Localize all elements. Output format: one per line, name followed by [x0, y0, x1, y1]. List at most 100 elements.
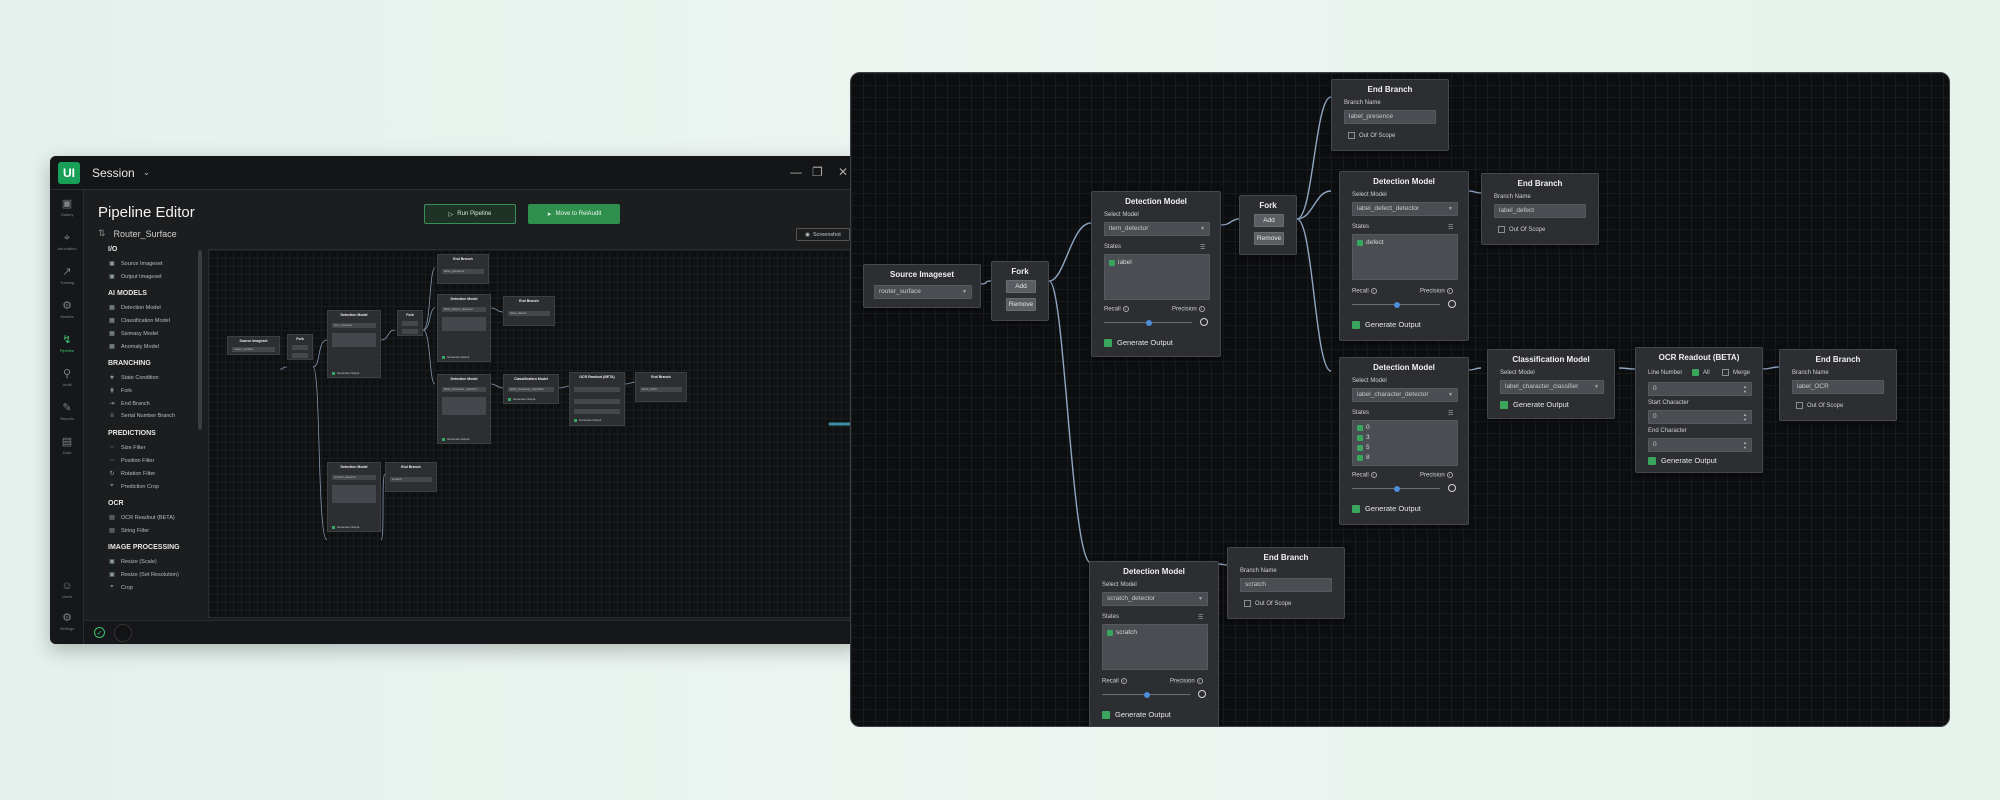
palette-item-state-condition[interactable]: ★State Condition: [109, 374, 159, 382]
generate-output-checkbox[interactable]: Generate Output: [1352, 504, 1421, 513]
palette-item-anomaly-model[interactable]: ▦Anomaly Model: [109, 343, 159, 351]
node-classification[interactable]: Classification Model Select Model label_…: [1487, 349, 1615, 419]
state-item[interactable]: 8: [1357, 454, 1370, 461]
ring-icon[interactable]: [1198, 690, 1206, 698]
palette-item-resize-scale[interactable]: ▣Resize (Scale): [109, 558, 157, 566]
state-item[interactable]: scratch: [1107, 629, 1137, 636]
states-list[interactable]: 0 3 5 8: [1352, 420, 1458, 466]
ring-icon[interactable]: [1448, 300, 1456, 308]
state-item[interactable]: 0: [1357, 424, 1370, 431]
info-icon[interactable]: i: [1446, 472, 1453, 478]
palette-item-serial-number-branch[interactable]: ≡Serial Number Branch: [108, 413, 175, 419]
nav-reports[interactable]: ✎Reports: [50, 402, 84, 421]
list-icon[interactable]: ☰: [1448, 411, 1454, 417]
state-item[interactable]: 3: [1357, 434, 1370, 441]
palette-item-end-branch[interactable]: ⇥End Branch: [109, 400, 150, 408]
palette-item-prediction-crop[interactable]: ⌖Prediction Crop: [108, 483, 159, 490]
out-of-scope-checkbox[interactable]: Out Of Scope: [1796, 402, 1843, 409]
palette-item-ssimasy-model[interactable]: ▦Ssimasy Model: [109, 330, 159, 338]
out-of-scope-checkbox[interactable]: Out Of Scope: [1348, 132, 1395, 139]
node-end-branch-ocr[interactable]: End Branch Branch Name label_OCR Out Of …: [1779, 349, 1897, 421]
fork-add-button[interactable]: Add: [1254, 214, 1284, 227]
palette-item-string-filter[interactable]: ▤String Filter: [109, 527, 150, 535]
palette-item-source-imageset[interactable]: ▣Source Imageset: [109, 260, 163, 268]
palette-item-fork[interactable]: ⋕Fork: [109, 387, 132, 395]
node-detection-item[interactable]: Detection Model Select Model item_detect…: [1091, 191, 1221, 357]
nav-training[interactable]: ↗Training: [50, 266, 84, 285]
restore-icon[interactable]: ❐: [812, 165, 823, 179]
nav-users[interactable]: ☺Users: [50, 580, 84, 599]
fork-remove-button[interactable]: Remove: [1006, 298, 1036, 311]
fork-add-button[interactable]: Add: [1006, 280, 1036, 293]
end-character-input[interactable]: 0▲▼: [1648, 438, 1752, 452]
generate-output-checkbox[interactable]: Generate Output: [1102, 710, 1171, 719]
status-avatar[interactable]: [114, 624, 132, 642]
swap-icon[interactable]: ⇅: [98, 228, 106, 238]
nav-annotation[interactable]: ⌖Annotation: [50, 232, 84, 251]
recall-precision-slider[interactable]: [1352, 301, 1440, 308]
model-select[interactable]: scratch_detector▼: [1102, 592, 1208, 606]
node-detection-scratch[interactable]: Detection Model Select Model scratch_det…: [1089, 561, 1219, 726]
palette-item-crop[interactable]: ⌖Crop: [108, 584, 133, 591]
all-checkbox[interactable]: All: [1692, 369, 1710, 376]
list-icon[interactable]: ☰: [1200, 245, 1206, 251]
model-select[interactable]: label_character_classifier▼: [1500, 380, 1604, 394]
screenshot-button[interactable]: ◉Screenshot: [796, 228, 850, 241]
node-end-branch-presence[interactable]: End Branch Branch Name label_presence Ou…: [1331, 79, 1449, 151]
list-icon[interactable]: ☰: [1448, 225, 1454, 231]
palette-item-output-imageset[interactable]: ▣Output Imageset: [109, 273, 162, 281]
mini-node-fork[interactable]: Fork: [397, 310, 423, 336]
mini-node-ocr[interactable]: OCR Readout (BETA)Generate Output: [569, 372, 625, 426]
recall-precision-slider[interactable]: [1352, 485, 1440, 492]
info-icon[interactable]: i: [1198, 306, 1205, 312]
recall-precision-slider[interactable]: [1104, 319, 1192, 326]
move-to-relaudit-button[interactable]: ➤Move to RelAudit: [528, 204, 620, 224]
session-menu[interactable]: Session: [92, 165, 135, 180]
nav-models[interactable]: ⚙Models: [50, 300, 84, 319]
node-end-branch-scratch[interactable]: End Branch Branch Name scratch Out Of Sc…: [1227, 547, 1345, 619]
palette-item-position-filter[interactable]: ⌵Position Filter: [109, 457, 155, 464]
branch-name-input[interactable]: label_OCR: [1792, 380, 1884, 394]
branch-name-input[interactable]: label_presence: [1344, 110, 1436, 124]
node-detection-character[interactable]: Detection Model Select Model label_chara…: [1339, 357, 1469, 525]
nav-gallery[interactable]: ▣Gallery: [50, 198, 84, 217]
out-of-scope-checkbox[interactable]: Out Of Scope: [1244, 600, 1291, 607]
start-character-input[interactable]: 0▲▼: [1648, 410, 1752, 424]
model-select[interactable]: label_character_detector▼: [1352, 388, 1458, 402]
generate-output-checkbox[interactable]: Generate Output: [1648, 456, 1717, 465]
stepper-icon[interactable]: ▲▼: [1743, 440, 1747, 450]
out-of-scope-checkbox[interactable]: Out Of Scope: [1498, 226, 1545, 233]
model-select[interactable]: label_defect_detector▼: [1352, 202, 1458, 216]
states-list[interactable]: scratch: [1102, 624, 1208, 670]
stepper-icon[interactable]: ▲▼: [1743, 412, 1747, 422]
states-list[interactable]: defect: [1352, 234, 1458, 280]
chevron-down-icon[interactable]: ⌄: [142, 167, 151, 177]
palette-item-size-filter[interactable]: ⌵Size Filter: [109, 444, 146, 451]
node-fork[interactable]: Fork Add Remove: [1239, 195, 1297, 255]
palette-item-detection-model[interactable]: ▦Detection Model: [109, 304, 161, 312]
pipeline-canvas[interactable]: Source Imageset router_surface▼ Fork Add…: [850, 72, 1950, 727]
nav-settings[interactable]: ⚙Settings: [50, 612, 84, 631]
node-ocr-readout[interactable]: OCR Readout (BETA) Line Number All Merge…: [1635, 347, 1763, 473]
model-select[interactable]: item_detector▼: [1104, 222, 1210, 236]
nav-pipeline[interactable]: ↯Pipeline: [50, 334, 84, 353]
run-pipeline-button[interactable]: ▷Run Pipeline: [424, 204, 516, 224]
branch-name-input[interactable]: scratch: [1240, 578, 1332, 592]
recall-precision-slider[interactable]: [1102, 691, 1190, 698]
state-item[interactable]: defect: [1357, 239, 1384, 246]
generate-output-checkbox[interactable]: Generate Output: [1352, 320, 1421, 329]
source-imageset-select[interactable]: router_surface▼: [874, 285, 972, 299]
nav-data[interactable]: ▤Data: [50, 436, 84, 455]
info-icon[interactable]: i: [1370, 472, 1377, 478]
merge-checkbox[interactable]: Merge: [1722, 369, 1750, 376]
node-source-imageset[interactable]: Source Imageset router_surface▼: [863, 264, 981, 308]
minimize-icon[interactable]: —: [790, 165, 802, 179]
mini-node-fork[interactable]: Fork: [287, 334, 313, 360]
palette-item-resize-resolution[interactable]: ▣Resize (Set Resolution): [109, 571, 179, 579]
